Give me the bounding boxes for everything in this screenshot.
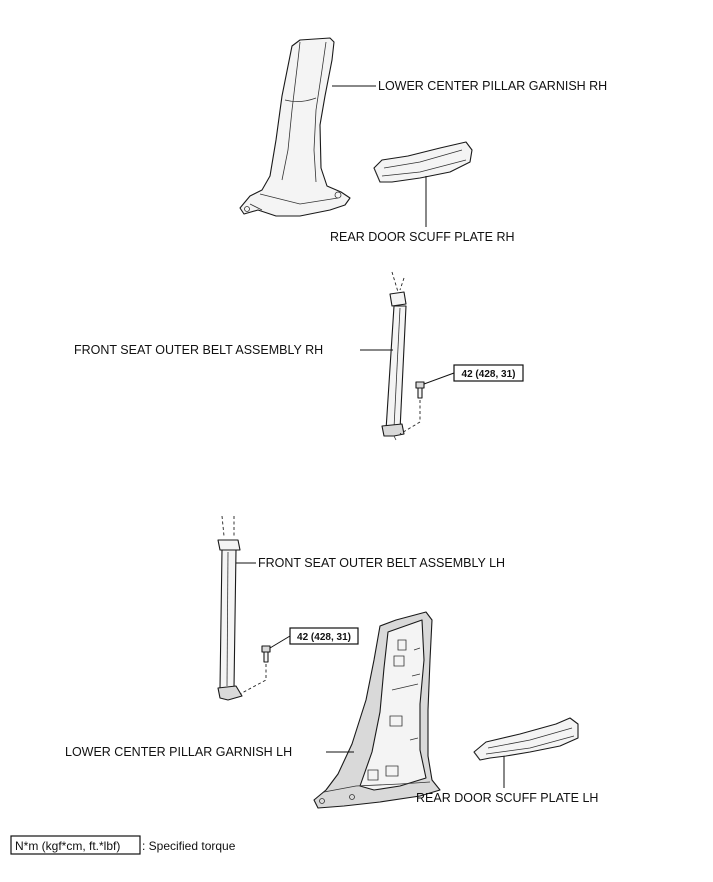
label-rear-door-scuff-plate-rh: REAR DOOR SCUFF PLATE RH [330, 230, 515, 244]
label-front-seat-outer-belt-assembly-rh: FRONT SEAT OUTER BELT ASSEMBLY RH [74, 343, 323, 357]
bolt-rh [399, 372, 455, 435]
torque-value-rh: 42 (428, 31) [462, 369, 516, 380]
legend-description: : Specified torque [142, 839, 236, 853]
rear-door-scuff-plate-rh [373, 141, 473, 183]
bolt-lh [239, 635, 291, 695]
torque-callout-rh: 42 (428, 31) [453, 364, 524, 382]
lower-center-pillar-garnish-rh [239, 37, 351, 217]
label-lower-center-pillar-garnish-rh: LOWER CENTER PILLAR GARNISH RH [378, 79, 607, 93]
label-front-seat-outer-belt-assembly-lh: FRONT SEAT OUTER BELT ASSEMBLY LH [258, 556, 505, 570]
torque-legend: N*m (kgf*cm, ft.*lbf) : Specified torque [10, 835, 236, 855]
label-lower-center-pillar-garnish-lh: LOWER CENTER PILLAR GARNISH LH [65, 745, 292, 759]
label-rear-door-scuff-plate-lh: REAR DOOR SCUFF PLATE LH [416, 791, 598, 805]
torque-callout-lh: 42 (428, 31) [289, 627, 359, 645]
lower-center-pillar-garnish-lh [313, 611, 441, 809]
rear-door-scuff-plate-lh [473, 717, 579, 761]
torque-value-lh: 42 (428, 31) [297, 632, 351, 643]
front-seat-outer-belt-assembly-rh [381, 271, 407, 441]
legend-unit-box: N*m (kgf*cm, ft.*lbf) [15, 839, 120, 853]
front-seat-outer-belt-assembly-lh [217, 515, 243, 701]
